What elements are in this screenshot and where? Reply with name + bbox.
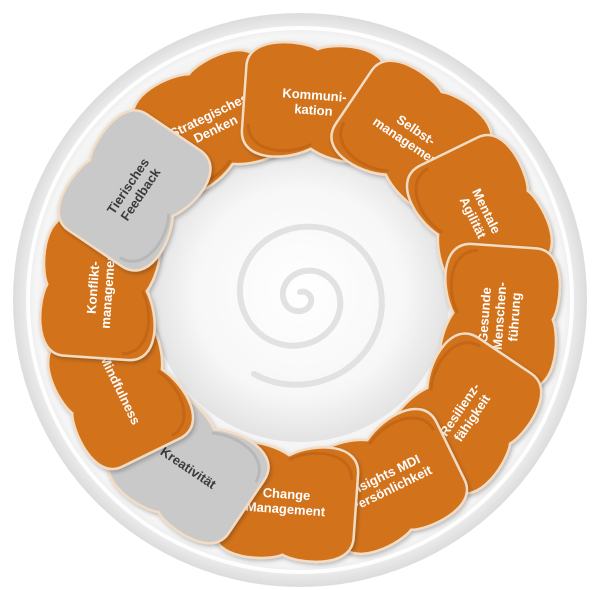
segment-label-line: Konflikt- xyxy=(84,261,103,315)
segment-shade xyxy=(121,290,151,356)
segment-shade xyxy=(429,341,481,391)
segment-label: Kommuni-kation xyxy=(281,85,347,119)
segment-shade xyxy=(119,213,171,263)
segment-label: Konflikt-management xyxy=(83,246,119,329)
spiral-decoration xyxy=(237,223,385,388)
segment-label-line: Kommuni- xyxy=(282,85,347,104)
segment-shape xyxy=(57,109,212,272)
segment-label-line: Gesunde xyxy=(475,287,494,344)
segment-label: GesundeMenschen-führung xyxy=(475,281,525,352)
segment-shade xyxy=(339,121,389,173)
segment-shade xyxy=(246,123,312,153)
segment-label-line: Management xyxy=(245,499,326,520)
segment-shade xyxy=(288,451,354,481)
segment-label-line: Change xyxy=(262,485,311,503)
segment-shade xyxy=(368,416,436,446)
plate-highlight-ring xyxy=(26,26,574,574)
segment-shade xyxy=(414,166,444,234)
segments-ring: StrategischesDenkenKommuni-kationSelbst-… xyxy=(38,40,562,564)
segment-label-line: kation xyxy=(294,101,333,119)
segment-tierisches-feedback: TierischesFeedback xyxy=(57,109,212,272)
segment-label-line: Menschen- xyxy=(490,282,510,351)
segment-shade xyxy=(156,370,186,438)
segment-label-line: führung xyxy=(505,292,523,342)
segment-label-line: management xyxy=(98,247,119,329)
segment-shade xyxy=(211,431,261,483)
segment-shade xyxy=(449,248,479,314)
segment-label: ChangeManagement xyxy=(245,484,327,520)
